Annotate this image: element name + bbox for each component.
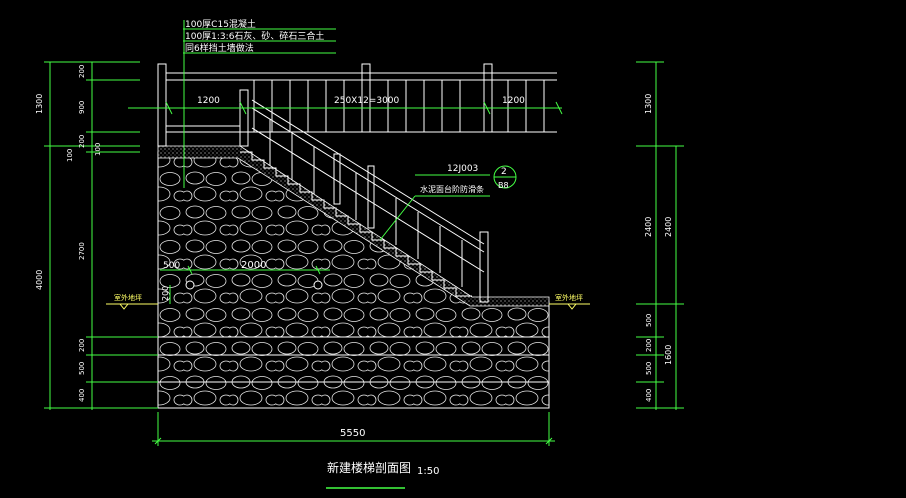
dim-right-1300: 1300	[644, 94, 653, 114]
dim-bottom-total: 5550	[340, 428, 365, 439]
ground-label-right: 室外地坪	[555, 293, 583, 302]
note-concrete: 100厚C15混凝土	[185, 18, 256, 30]
detail-callout: 12J003 2 B8 水泥面台阶防滑条	[379, 164, 517, 241]
stair-steps	[240, 151, 472, 297]
dim-rock-500: 500	[163, 261, 180, 271]
callout-sheet-no: B8	[498, 181, 509, 190]
note-lime-sand: 100厚1:3:6石灰、砂、碎石三合土	[185, 30, 324, 42]
rubble-fill	[157, 151, 550, 409]
dim-right-500b: 500	[645, 362, 653, 375]
dim-left-2700: 2700	[78, 242, 86, 260]
dim-left-400: 400	[78, 389, 86, 402]
dim-left-100b: 100	[94, 143, 102, 156]
callout-label: 水泥面台阶防滑条	[420, 184, 484, 194]
left-dimension-chains	[44, 61, 158, 410]
dim-left-200a: 200	[78, 65, 86, 78]
dim-left-4000: 4000	[35, 270, 44, 290]
drawing-title: 新建楼梯剖面图	[327, 460, 411, 475]
dim-right-inner-2400: 2400	[664, 217, 673, 237]
weep-hole-right	[313, 280, 323, 290]
masonry-body	[157, 145, 550, 409]
dim-top-right: 1200	[502, 96, 525, 106]
dim-left-200c: 200	[78, 339, 86, 352]
dim-left-100a: 100	[66, 149, 74, 162]
ground-label-left: 室外地坪	[114, 293, 142, 302]
dim-left-1300: 1300	[35, 94, 44, 114]
ground-marker-left: 室外地坪	[106, 293, 158, 310]
bottom-dimension	[152, 412, 555, 446]
dim-left-200: 200	[161, 286, 170, 301]
dim-right-400: 400	[645, 389, 653, 402]
dim-top-left: 1200	[197, 96, 220, 106]
dim-right-2400: 2400	[644, 217, 653, 237]
dim-left-500: 500	[78, 362, 86, 375]
dim-left-900: 900	[78, 101, 86, 114]
material-notes: 100厚C15混凝土 100厚1:3:6石灰、砂、碎石三合土 同6样挡土墙做法	[183, 18, 336, 188]
dim-right-200: 200	[645, 339, 653, 352]
weep-hole-dimensions	[160, 265, 330, 304]
stair-railing	[251, 99, 489, 303]
callout-detail-no: 2	[501, 167, 507, 177]
right-dimension-chains	[636, 61, 684, 410]
top-dimensions	[128, 101, 563, 115]
ground-marker-right: 室外地坪	[549, 293, 590, 310]
dim-right-500: 500	[645, 314, 653, 327]
dim-top-mid: 250X12=3000	[334, 96, 400, 106]
dim-rock-2000: 2000	[241, 260, 266, 271]
title-block: 新建楼梯剖面图 1:50	[326, 460, 439, 489]
note-retaining-wall: 同6样挡土墙做法	[185, 42, 254, 54]
callout-reference: 12J003	[447, 164, 478, 174]
dim-right-inner-1600: 1600	[664, 345, 673, 365]
dim-left-200b: 200	[78, 135, 86, 148]
weep-hole-left	[185, 280, 195, 290]
concrete-top-layer	[157, 145, 550, 307]
drawing-scale: 1:50	[417, 466, 439, 477]
